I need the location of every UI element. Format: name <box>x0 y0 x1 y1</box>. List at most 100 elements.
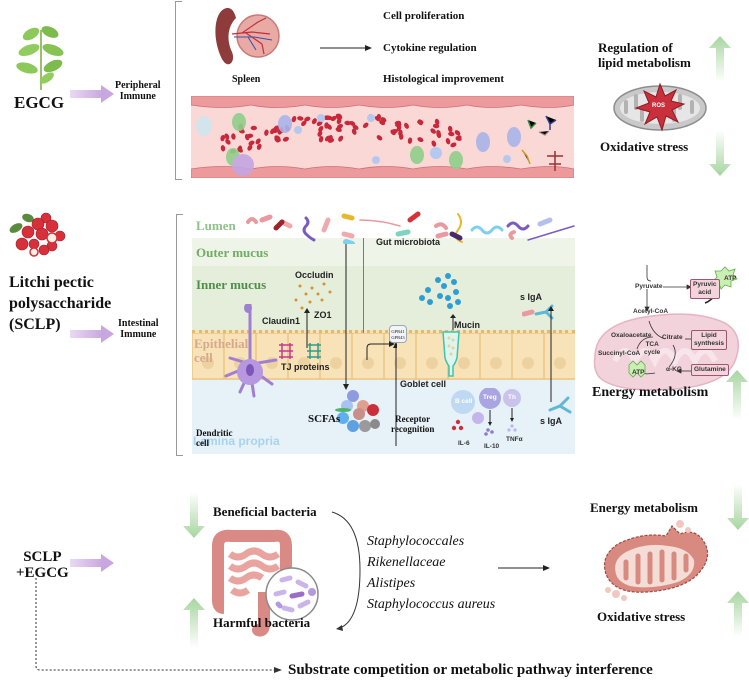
curved-arrow-icon <box>331 511 361 631</box>
red-blood-cell <box>220 145 226 152</box>
egcg-label: EGCG <box>14 93 65 112</box>
arrow-down-icon <box>343 244 349 390</box>
red-blood-cell <box>264 129 269 136</box>
dendritic-cell-icon <box>224 304 278 398</box>
epithelial-cells <box>192 333 575 380</box>
red-blood-cell <box>396 124 402 132</box>
divider-line <box>363 238 364 333</box>
pyruvic-acid-box: Pyruvic acid <box>690 279 720 299</box>
purple-arrow-icon <box>70 85 114 103</box>
red-blood-cell <box>454 130 461 136</box>
intestine-icon <box>212 529 319 637</box>
red-blood-cell <box>248 140 255 146</box>
red-blood-cell <box>398 133 404 140</box>
red-blood-cell <box>304 116 311 122</box>
red-blood-cell <box>374 115 381 122</box>
red-blood-cell <box>256 143 262 150</box>
b-cell-label: B cell <box>455 398 473 405</box>
treg-label: Treg <box>483 394 497 401</box>
blood-vessel <box>191 96 574 178</box>
dendritic-cell-label: Dendritic cell <box>196 428 233 448</box>
arrow-up-icon <box>183 598 205 648</box>
red-blood-cell <box>391 128 398 134</box>
arrow-up-icon <box>450 314 456 330</box>
red-blood-cell <box>351 128 357 135</box>
red-blood-cell <box>237 147 243 153</box>
citrate-label: Citrate <box>662 334 683 341</box>
effect-cell-proliferation: Cell proliferation <box>383 10 465 22</box>
outer-mucus-label: Outer mucus <box>196 245 269 260</box>
spleen-label: Spleen <box>232 74 261 85</box>
taxon-staphylococcales: Staphylococcales <box>367 534 465 549</box>
arrow-down-icon <box>709 130 731 176</box>
red-blood-cell <box>316 120 323 127</box>
cell-nucleus <box>554 357 566 369</box>
panel-intestinal-immune: Litchi pectic polysaccharide (SCLP) Inte… <box>0 200 749 460</box>
effect-histological-improvement: Histological improvement <box>383 73 505 85</box>
red-blood-cell <box>338 135 344 142</box>
lumen-label: Lumen <box>196 218 236 233</box>
epithelial-cell <box>511 333 545 380</box>
red-blood-cell <box>301 120 307 127</box>
red-blood-cell <box>255 138 261 145</box>
red-blood-cell <box>231 133 236 140</box>
tj-proteins-label: TJ proteins <box>281 362 330 372</box>
mitochondrion-ros-icon <box>613 82 707 132</box>
siga-top-label: s IgA <box>520 292 543 302</box>
inner-mucus-label: Inner mucus <box>196 277 267 292</box>
succinyl-coa-label: Succinyl-CoA <box>598 350 641 357</box>
effect-cytokine-regulation: Cytokine regulation <box>383 42 477 54</box>
mucin-particles-icon <box>419 273 461 309</box>
energy-metabolism-label: Energy metabolism <box>592 385 709 400</box>
mucin-label: Mucin <box>454 320 480 330</box>
red-blood-cell <box>282 136 289 142</box>
red-blood-cell <box>244 133 250 141</box>
tea-plant-icon <box>16 26 64 90</box>
atp-bottom-label: ATP <box>632 369 645 376</box>
taxa-list: Staphylococcales Rikenellaceae Alistipes… <box>367 531 495 615</box>
cell-nucleus <box>490 357 502 369</box>
red-blood-cell <box>323 115 330 120</box>
tca-cycle-label: TCA cycle <box>644 341 661 356</box>
red-blood-cell <box>417 119 423 126</box>
tj-proteins-icon <box>279 343 321 359</box>
zo1-label: ZO1 <box>314 310 332 320</box>
goblet-cell-label: Goblet cell <box>400 379 447 389</box>
taxon-alistipes: Alistipes <box>367 576 416 591</box>
epithelial-cell-label: Epithelial cell <box>194 336 249 365</box>
red-blood-cell <box>247 144 253 151</box>
red-blood-cell <box>431 140 437 147</box>
taxon-staphylococcus-aureus: Staphylococcus aureus <box>367 597 496 612</box>
red-blood-cell <box>274 136 280 143</box>
arrow-right-icon <box>320 45 372 51</box>
il6-label: IL-6 <box>458 440 470 447</box>
receptor-recognition-label: Receptor recognition <box>391 414 435 434</box>
arrow-up-icon <box>709 36 731 82</box>
oxaloacetate-label: Oxaloacetate <box>611 332 652 339</box>
purple-arrow-icon <box>70 325 114 343</box>
arrow-up-icon <box>726 370 748 420</box>
red-blood-cell <box>224 133 230 140</box>
tnfa-label: TNFα <box>506 436 523 443</box>
red-blood-cell <box>380 117 387 123</box>
il10-label: IL-10 <box>484 443 500 450</box>
cell-nucleus <box>394 357 406 369</box>
purple-arrow-icon <box>70 554 114 572</box>
gpr-receptor-box: GPR41 GPR43 <box>389 325 407 343</box>
oxidative-stress-label-2: Oxidative stress <box>597 609 686 624</box>
panel-bracket <box>176 214 183 456</box>
arrow-up-icon <box>548 306 554 402</box>
panel-combination: SCLP +EGCG Beneficial bacteria Harmful b… <box>0 480 749 696</box>
akg-label: α-KG <box>666 366 682 373</box>
intestinal-immune-label: Intestinal Immune <box>118 318 159 340</box>
panel-peripheral-immune: EGCG Peripheral Immune Spleen Cell proli… <box>0 0 749 185</box>
claudin1-label: Claudin1 <box>262 316 301 326</box>
taxon-rikenellaceae: Rikenellaceae <box>367 555 446 570</box>
energy-metabolism-label-2: Energy metabolism <box>590 500 698 515</box>
red-blood-cell <box>297 116 304 121</box>
red-blood-cell <box>291 115 297 123</box>
red-blood-cell <box>430 128 436 134</box>
peripheral-immune-label: Peripheral Immune <box>115 80 161 102</box>
oxidative-stress-label: Oxidative stress <box>600 139 689 154</box>
gut-microbiota-icon <box>246 211 575 244</box>
